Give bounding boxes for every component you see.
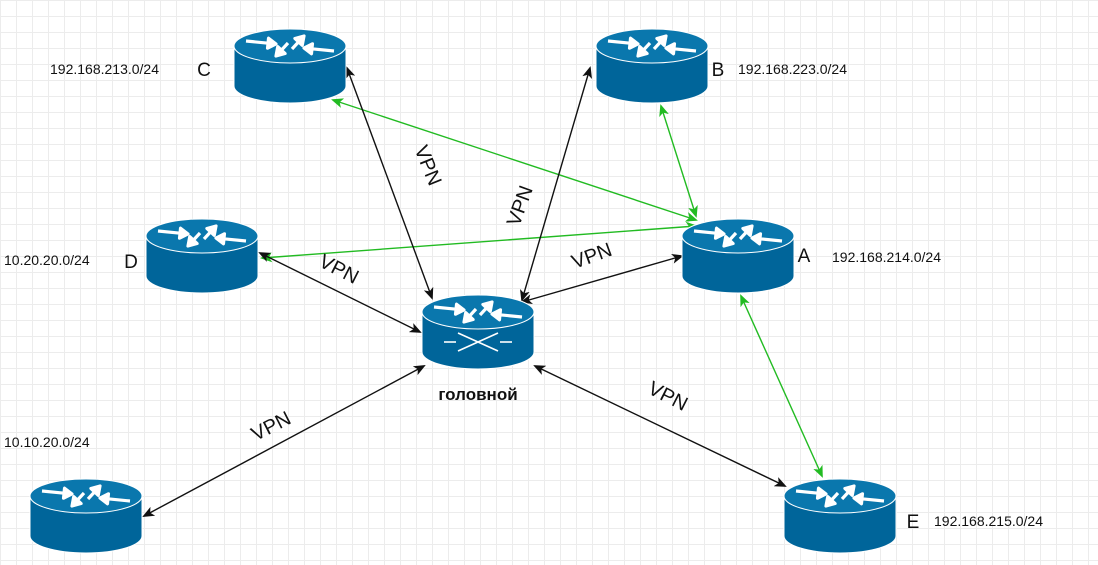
router-top <box>783 478 897 514</box>
router-e[interactable] <box>783 478 897 554</box>
hub-router[interactable] <box>421 294 535 370</box>
arrow-glyph <box>86 484 102 501</box>
vpn-link-e <box>533 365 787 487</box>
subnet-label-d: 10.20.20.0/24 <box>4 252 90 268</box>
arrow-glyph <box>738 224 754 241</box>
arrow-glyph <box>214 232 247 246</box>
router-top <box>145 218 259 254</box>
vpn-label-e: VPN <box>644 378 691 416</box>
router-icon <box>41 484 131 508</box>
router-top <box>595 28 709 64</box>
router-icon <box>157 224 247 248</box>
vpn-label-c: VPN <box>410 143 446 189</box>
arrow-glyph <box>824 491 840 508</box>
router-top <box>233 28 347 64</box>
subnet-label-b: 192.168.223.0/24 <box>738 61 847 77</box>
arrow-glyph <box>202 224 218 241</box>
arrow-glyph <box>290 34 306 51</box>
arrow-glyph <box>70 491 86 508</box>
arrow-glyph <box>245 36 278 50</box>
router-letter-a: A <box>798 246 811 267</box>
vpn-link-c <box>345 66 434 300</box>
links-layer <box>142 66 823 517</box>
router-icon <box>795 484 885 508</box>
arrow-glyph <box>652 34 668 51</box>
subnet-label-e: 192.168.215.0/24 <box>934 513 1043 529</box>
hub-label: головной <box>438 385 517 404</box>
vpn-label-f: VPN <box>248 408 295 446</box>
arrow-glyph <box>664 42 697 56</box>
vpn-label-a: VPN <box>569 239 615 274</box>
vpn-link-d <box>258 252 422 333</box>
router-icon <box>693 224 783 248</box>
router-top <box>421 294 535 330</box>
mesh-link-a-b <box>659 104 698 218</box>
arrow-glyph <box>462 307 478 324</box>
arrow-glyph <box>41 486 74 500</box>
cross-line <box>457 332 499 352</box>
arrow-glyph <box>722 231 738 248</box>
router-letter-e: E <box>907 512 920 533</box>
router-c[interactable] <box>233 28 347 104</box>
cross-arrows-icon <box>444 332 512 352</box>
vpn-label-b: VPN <box>503 183 538 229</box>
arrow-glyph <box>795 486 828 500</box>
arrow-glyph <box>157 226 190 240</box>
arrow-glyph <box>186 231 202 248</box>
router-letter-d: D <box>124 252 138 273</box>
subnet-label-c: 192.168.213.0/24 <box>50 61 159 77</box>
arrow-glyph <box>636 41 652 58</box>
router-letter-c: C <box>197 60 211 81</box>
mesh-link-a-e <box>740 294 823 478</box>
nodes-layer <box>29 28 897 554</box>
arrow-glyph <box>840 484 856 501</box>
vpn-link-f <box>142 365 426 517</box>
vpn-link-a <box>520 253 684 305</box>
router-top <box>29 478 143 514</box>
switch-router-icon <box>433 300 523 324</box>
arrow-glyph <box>490 308 523 322</box>
subnet-label-f: 10.10.20.0/24 <box>4 434 90 450</box>
arrow-glyph <box>433 302 466 316</box>
router-f[interactable] <box>29 478 143 554</box>
arrow-glyph <box>302 42 335 56</box>
arrow-glyph <box>750 232 783 246</box>
router-d[interactable] <box>145 218 259 294</box>
router-letter-b: B <box>712 60 725 81</box>
router-icon <box>245 34 335 58</box>
subnet-label-a: 192.168.214.0/24 <box>832 249 941 265</box>
router-a[interactable] <box>681 218 795 294</box>
router-b[interactable] <box>595 28 709 104</box>
router-top <box>681 218 795 254</box>
arrow-glyph <box>693 226 726 240</box>
arrow-glyph <box>478 300 494 317</box>
arrow-glyph <box>98 492 131 506</box>
arrow-glyph <box>607 36 640 50</box>
arrow-glyph <box>852 492 885 506</box>
arrow-glyph <box>274 41 290 58</box>
router-icon <box>607 34 697 58</box>
